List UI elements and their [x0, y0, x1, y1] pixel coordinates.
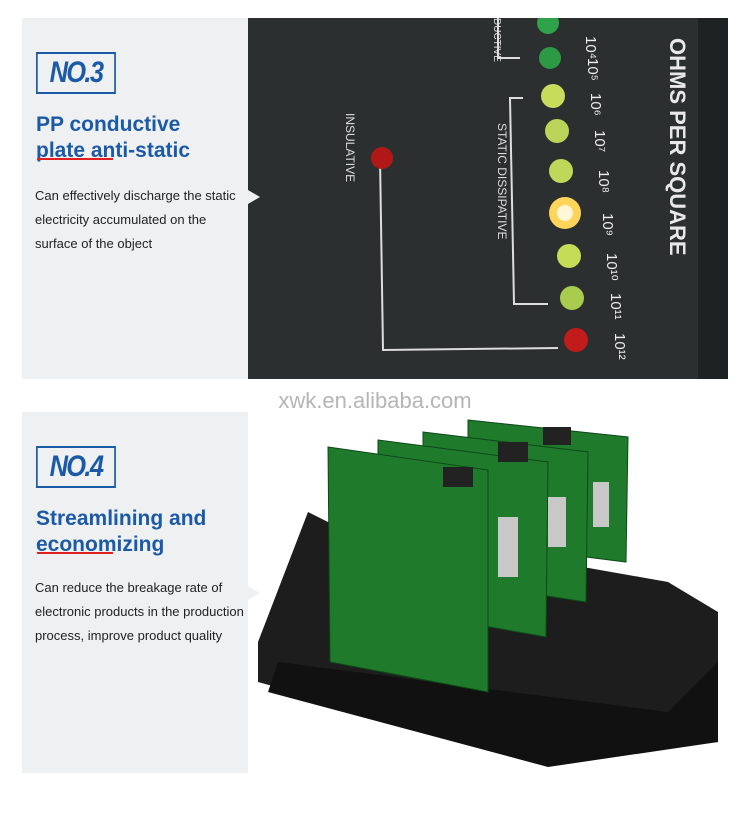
pointer-arrow [248, 586, 260, 600]
number-badge: NO.4 [36, 446, 116, 488]
feature-description: Can reduce the breakage rate of electron… [35, 580, 244, 643]
feature-section-no3: NO.3 PP conductive plate anti-static Can … [22, 18, 728, 379]
title-line-2: economizing [36, 533, 165, 556]
watermark: xwk.en.alibaba.com [278, 388, 472, 413]
resistance-meter-photo: OHMS PER SQUARE DUCTIVE STATIC DISSIPATI… [248, 18, 728, 379]
scale-label: 10¹¹ [607, 293, 624, 320]
pcb-rack-photo [248, 412, 728, 773]
scale-label: 10¹⁰ [603, 253, 620, 281]
title-line-1: PP conductive [36, 113, 181, 136]
feature-description: Can effectively discharge the static ele… [35, 188, 236, 251]
title-underline [37, 552, 113, 554]
scale-label: 10⁴ [582, 36, 599, 59]
dissipative-label: STATIC DISSIPATIVE [495, 123, 509, 239]
scale-label: 10⁹ [599, 213, 616, 236]
text-panel: NO.4 Streamlining and economizing Can red… [22, 412, 248, 773]
title-underline [37, 158, 113, 160]
scale-label: 10¹² [611, 333, 628, 360]
scale-label: 10⁷ [591, 130, 608, 152]
feature-title: Streamlining and economizing [36, 506, 206, 558]
meter-heading: OHMS PER SQUARE [665, 38, 690, 256]
title-line-1: Streamlining and [36, 507, 207, 530]
feature-section-no4: NO.4 Streamlining and economizing Can red… [22, 412, 728, 773]
scale-labels: 10⁴ 10⁵ 10⁶ 10⁷ 10⁸ 10⁹ 10¹⁰ 10¹¹ 10¹² [582, 36, 628, 360]
feature-title: PP conductive plate anti-static [36, 112, 190, 164]
title-line-2: plate anti-static [36, 139, 191, 162]
pointer-arrow [248, 190, 260, 204]
text-panel: NO.3 PP conductive plate anti-static Can … [22, 18, 248, 379]
led-column [537, 18, 588, 352]
number-badge: NO.3 [36, 52, 116, 94]
scale-label: 10⁵ [584, 58, 601, 81]
conductive-label: DUCTIVE [491, 18, 502, 62]
scale-label: 10⁸ [595, 170, 612, 193]
scale-label: 10⁶ [587, 93, 604, 116]
insulative-label: INSULATIVE [343, 113, 357, 182]
